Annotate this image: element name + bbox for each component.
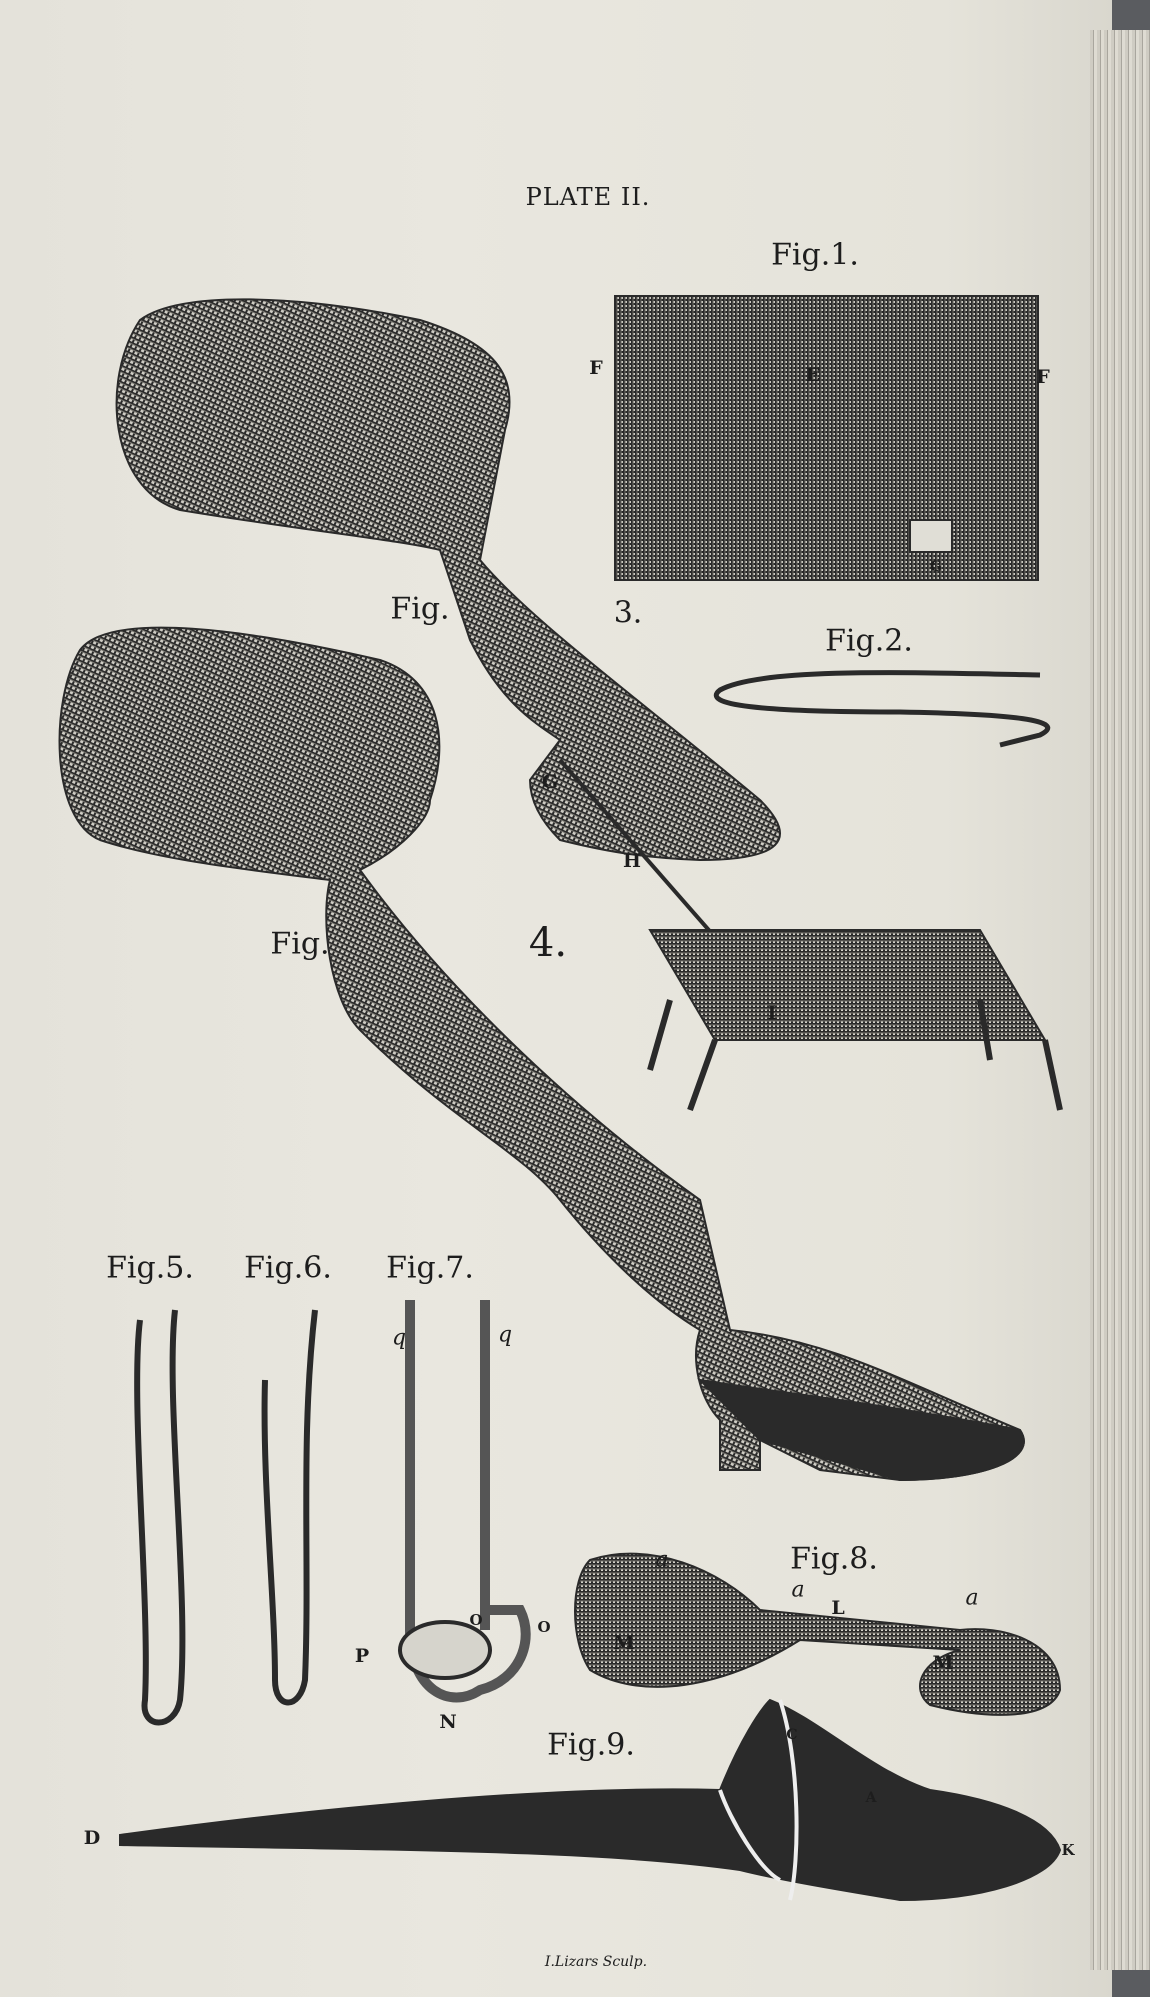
fig5-loop	[134, 1309, 186, 1726]
fig7-label-o-left: O	[469, 1611, 483, 1629]
fig7-label-q-right: q	[497, 1322, 513, 1348]
fig9-label-k: K	[1061, 1841, 1075, 1859]
fig9-label-c: C	[786, 1727, 798, 1743]
fig7-label-n: N	[439, 1711, 457, 1733]
fig9-label-a: A	[865, 1790, 877, 1806]
fig2-lace	[713, 670, 1051, 748]
fig5-caption: Fig.5.	[106, 1250, 194, 1286]
fig3-label-g: G	[541, 771, 559, 793]
fig8-label-m-left: M	[613, 1632, 635, 1654]
fig6-caption: Fig.6.	[244, 1250, 332, 1286]
fig7-caption: Fig.7.	[386, 1250, 474, 1286]
plate-title: PLATE II.	[525, 183, 651, 211]
engraver-signature: I.Lizars Sculp.	[544, 1954, 648, 1970]
fig4-caption-right: 4.	[528, 920, 568, 966]
fig9-caption: Fig.9.	[547, 1727, 635, 1763]
fig1-label-g: G	[930, 559, 942, 575]
fig1-label-f-right: F	[1036, 366, 1050, 388]
fig8-splint	[574, 1552, 1062, 1716]
fig1-caption: Fig.1.	[771, 237, 859, 273]
book-page-edges	[1090, 30, 1150, 1970]
fig4-caption-left: Fig.	[270, 926, 330, 962]
fig3-caption-right: 3.	[613, 595, 643, 631]
fig3-leg	[115, 298, 781, 862]
fig8-label-m-right: M	[932, 1652, 954, 1674]
fig1-buckle	[909, 519, 953, 553]
fig2-caption: Fig.2.	[825, 623, 913, 659]
fig8-label-a-2: a	[791, 1577, 805, 1603]
fig9-label-d: D	[83, 1827, 101, 1849]
fig7-label-q-left: q	[391, 1325, 407, 1351]
fig9-slipper	[119, 1698, 1062, 1902]
fig1-label-e: E	[805, 364, 821, 386]
fig6-loop	[261, 1309, 318, 1706]
fig8-label-l: L	[831, 1597, 845, 1619]
fig1-bandage-sheet	[614, 295, 1039, 581]
fig8-label-a-1: a	[655, 1547, 669, 1573]
fig4-leg	[58, 626, 1025, 1482]
fig1-label-f-left: F	[589, 357, 603, 379]
fig3-label-i: I	[767, 1002, 777, 1024]
fig4-shoe	[697, 1378, 1025, 1482]
fig7-label-o-right: O	[537, 1618, 551, 1636]
fig8-label-a-3: a	[965, 1585, 979, 1611]
fig3-caption-left: Fig.	[390, 591, 450, 627]
fig7-label-p: P	[354, 1645, 370, 1667]
fig3-strap	[558, 758, 737, 962]
fig8-caption: Fig.8.	[790, 1541, 878, 1577]
fig3-label-h: H	[623, 850, 641, 872]
